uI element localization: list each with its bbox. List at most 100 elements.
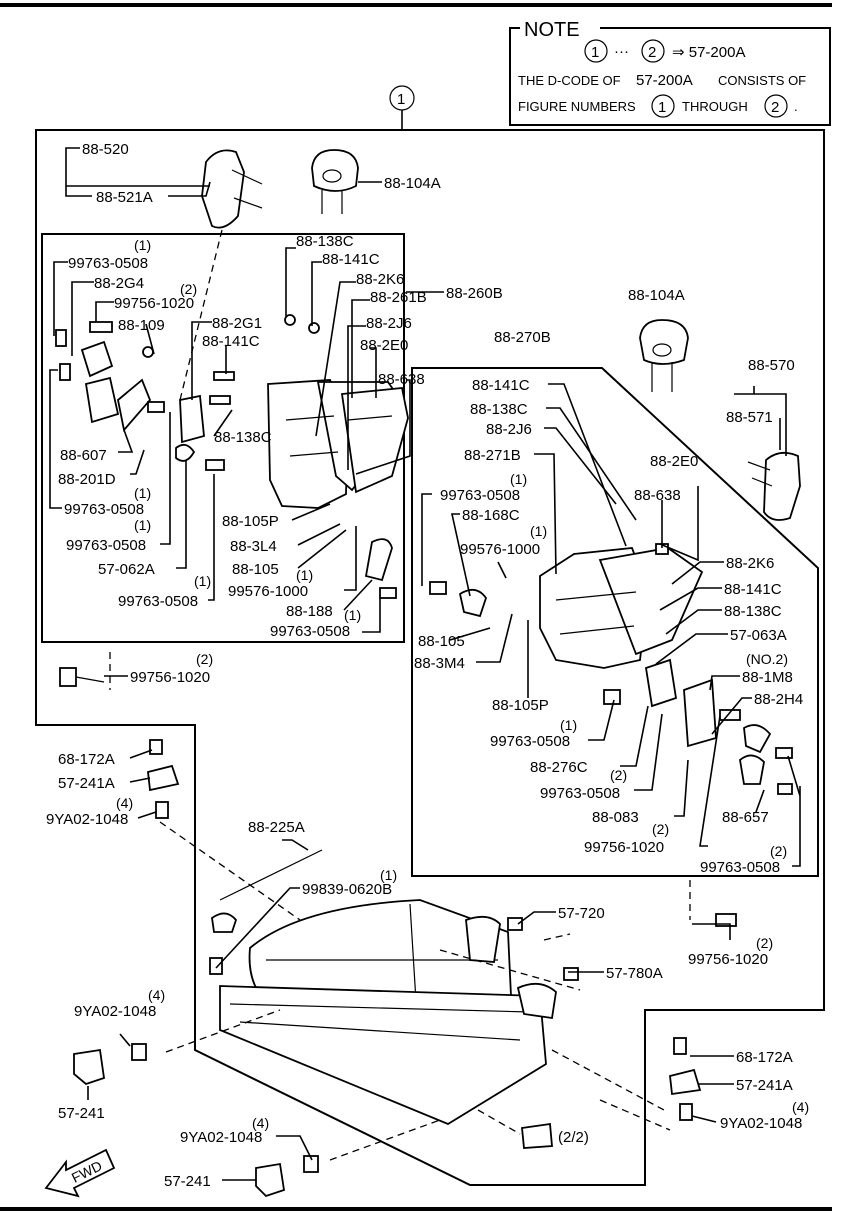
note-fig2: 2 [648, 44, 656, 61]
label-99756-1020-d: 99756-1020 [688, 951, 768, 968]
label-88-2E0-a: 88-2E0 [360, 337, 408, 354]
label-88-138C-c: 88-138C [470, 401, 528, 418]
note-line3-pre: FIGURE NUMBERS [518, 99, 636, 114]
label-57-241-b: 57-241 [164, 1173, 211, 1190]
label-9YA02-1048-d: 9YA02-1048 [180, 1129, 262, 1146]
label-68-172A-a: 68-172A [58, 751, 115, 768]
label-99763-0508-i: 99763-0508 [700, 859, 780, 876]
bottom-right-fasteners-illustration [551, 1037, 702, 1131]
qty-99763-0508-b: (1) [134, 485, 151, 501]
label-57-720: 57-720 [558, 905, 605, 922]
seat-cushion-illustration [165, 849, 581, 1161]
note-line3-fig1: 1 [658, 99, 666, 116]
label-57-241-a: 57-241 [58, 1105, 105, 1122]
label-88-105P-b: 88-105P [492, 697, 549, 714]
qty-9YA02-1048-a: (4) [116, 795, 133, 811]
label-99763-0508-d: 99763-0508 [118, 593, 198, 610]
part-labels: 88-520 88-521A 88-104A 88-260B (1) 99763… [46, 141, 809, 1190]
label-88-168C: 88-168C [462, 507, 520, 524]
qty-99763-0508-g: (1) [560, 717, 577, 733]
bottom-bolts-illustration [73, 1043, 553, 1198]
note-line3-mid: THROUGH [682, 99, 748, 114]
label-88-260B: 88-260B [446, 285, 503, 302]
label-88-105-a: 88-105 [232, 561, 279, 578]
label-9YA02-1048-c: 9YA02-1048 [720, 1115, 802, 1132]
label-88-141C-b: 88-141C [322, 251, 380, 268]
label-88-201D: 88-201D [58, 471, 116, 488]
headrest-illustration [311, 149, 359, 214]
continued-label: (2/2) [558, 1129, 589, 1146]
left-hinge-illustration [55, 314, 397, 599]
right-headrest-illustration [639, 319, 801, 521]
note-line3-post: . [794, 99, 798, 114]
note-fig1-circle [584, 39, 608, 63]
bolt-left-illustration [59, 652, 111, 690]
label-99763-0508-a: 99763-0508 [68, 255, 148, 272]
qty-99763-0508-c: (1) [134, 517, 151, 533]
label-88-138C-a: 88-138C [296, 233, 354, 250]
label-99763-0508-c: 99763-0508 [66, 537, 146, 554]
label-88-271B: 88-271B [464, 447, 521, 464]
label-88-520: 88-520 [82, 141, 129, 158]
label-88-138C-b: 88-138C [214, 429, 272, 446]
note-dots: ··· [614, 43, 629, 60]
label-88-261B: 88-261B [370, 289, 427, 306]
label-88-2G1: 88-2G1 [212, 315, 262, 332]
label-99756-1020-a: 99756-1020 [114, 295, 194, 312]
qty-99756-1020-c: (2) [652, 821, 669, 837]
label-88-3M4: 88-3M4 [414, 655, 465, 672]
label-88-2J6-a: 88-2J6 [366, 315, 412, 332]
label-88-141C-c: 88-141C [472, 377, 530, 394]
label-88-2G4: 88-2G4 [94, 275, 144, 292]
label-88-607: 88-607 [60, 447, 107, 464]
label-88-141C-a: 88-141C [202, 333, 260, 350]
label-88-571: 88-571 [726, 409, 773, 426]
label-99756-1020-c: 99756-1020 [584, 839, 664, 856]
qty-99756-1020-b: (2) [196, 651, 213, 667]
label-88-105-b: 88-105 [418, 633, 465, 650]
label-88-225A: 88-225A [248, 819, 305, 836]
label-88-3L4: 88-3L4 [230, 538, 277, 555]
label-88-2J6-b: 88-2J6 [486, 421, 532, 438]
label-99576-1000-a: 99576-1000 [228, 583, 308, 600]
label-no2: (NO.2) [746, 651, 788, 667]
qty-99763-0508-e: (1) [344, 607, 361, 623]
label-99763-0508-e: 99763-0508 [270, 623, 350, 640]
label-88-083: 88-083 [592, 809, 639, 826]
label-99756-1020-b: 99756-1020 [130, 669, 210, 686]
qty-9YA02-1048-d: (4) [252, 1115, 269, 1131]
qty-99756-1020-a: (2) [180, 281, 197, 297]
label-88-2K6-a: 88-2K6 [356, 271, 404, 288]
note-line2-code: 57-200A [636, 72, 693, 89]
label-68-172A-b: 68-172A [736, 1049, 793, 1066]
label-99763-0508-h: 99763-0508 [540, 785, 620, 802]
label-88-2H4: 88-2H4 [754, 691, 803, 708]
note-line2-pre: THE D-CODE OF [518, 73, 621, 88]
label-88-570: 88-570 [748, 357, 795, 374]
label-99576-1000-b: 99576-1000 [460, 541, 540, 558]
label-88-638-b: 88-638 [634, 487, 681, 504]
label-88-188: 88-188 [286, 603, 333, 620]
qty-99763-0508-f: (1) [510, 471, 527, 487]
label-99763-0508-b: 99763-0508 [64, 501, 144, 518]
label-88-2E0-b: 88-2E0 [650, 453, 698, 470]
label-88-104A-right: 88-104A [628, 287, 685, 304]
label-88-141C-d: 88-141C [724, 581, 782, 598]
label-9YA02-1048-a: 9YA02-1048 [46, 811, 128, 828]
note-line3-fig1-circle [651, 94, 675, 118]
fwd-arrow: FWD [44, 1148, 116, 1198]
qty-99576-1000-a: (1) [296, 567, 313, 583]
note-title: NOTE [524, 19, 580, 41]
label-88-109: 88-109 [118, 317, 165, 334]
label-57-241A-b: 57-241A [736, 1077, 793, 1094]
left-seatback-illustration [267, 379, 409, 509]
label-99839-0620B: 99839-0620B [302, 881, 392, 898]
label-57-063A: 57-063A [730, 627, 787, 644]
label-57-241A-a: 57-241A [58, 775, 115, 792]
note-arrow-code: ⇒ 57-200A [672, 44, 745, 61]
note-box: NOTE 1 ··· 2 ⇒ 57-200A THE D-CODE OF 57-… [509, 19, 831, 126]
bottom-left-fasteners-illustration [147, 739, 361, 963]
label-88-2K6-b: 88-2K6 [726, 555, 774, 572]
qty-9YA02-1048-b: (4) [148, 987, 165, 1003]
leader-lines [49, 147, 801, 1181]
